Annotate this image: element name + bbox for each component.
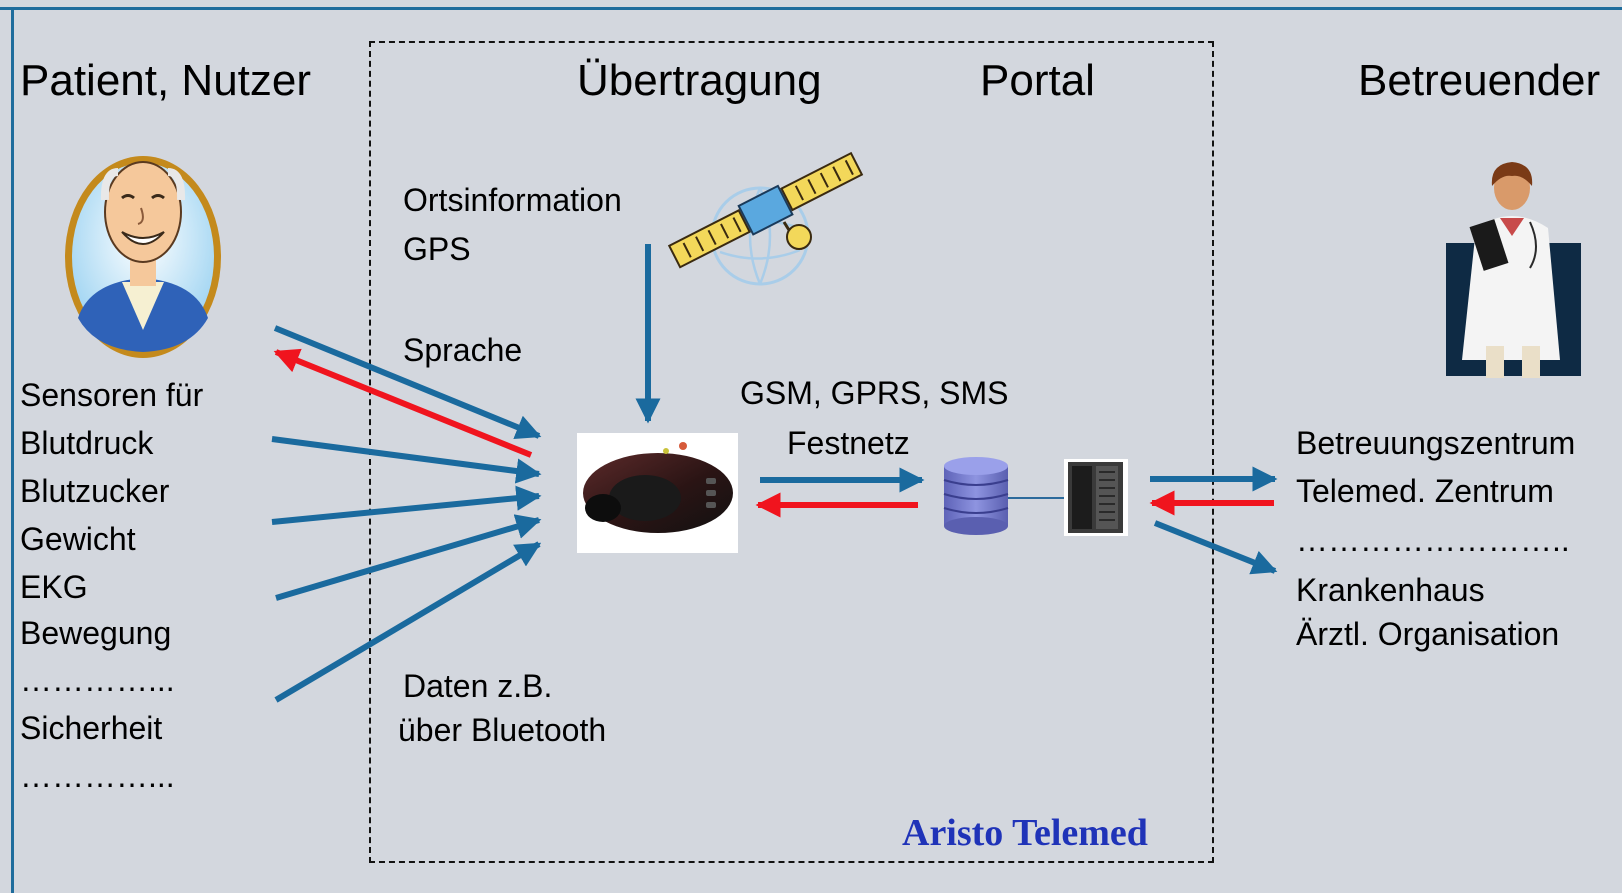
database-icon xyxy=(943,457,1009,535)
patient-list-item: Bewegung xyxy=(20,615,172,651)
caregiver-list-item: …………………….. xyxy=(1296,522,1570,558)
patient-portrait-icon xyxy=(65,156,221,358)
patient-list-item: Sensoren für xyxy=(20,377,204,413)
header-caregiver: Betreuender xyxy=(1358,56,1601,105)
header-patient: Patient, Nutzer xyxy=(20,56,312,105)
arrow-return-patient xyxy=(273,348,533,458)
frame-left-border xyxy=(11,7,14,893)
arrow-blood-sugar xyxy=(271,485,542,525)
bluetooth-label: über Bluetooth xyxy=(398,712,607,748)
patient-list-item: Blutzucker xyxy=(20,473,170,509)
patient-list-item: Sicherheit xyxy=(20,710,163,746)
arrow-to-hospital xyxy=(1153,520,1278,575)
caregiver-list-item: Ärztl. Organisation xyxy=(1296,616,1560,652)
patient-list-item: …………... xyxy=(20,662,175,698)
landline-label: Festnetz xyxy=(787,425,910,461)
brand-label: Aristo Telemed xyxy=(902,812,1148,854)
patient-list-item: Gewicht xyxy=(20,521,136,557)
data-label: Daten z.B. xyxy=(403,668,553,704)
arrow-blood-pressure xyxy=(271,436,542,484)
header-transmission: Übertragung xyxy=(577,56,822,105)
arrow-ekg xyxy=(274,541,542,703)
server-icon xyxy=(1064,459,1128,536)
location-label: Ortsinformation xyxy=(403,182,622,218)
patient-list-item: …………... xyxy=(20,758,175,794)
patient-list-item: EKG xyxy=(20,569,88,605)
network-label: GSM, GPRS, SMS xyxy=(740,375,1009,411)
caregiver-list-item: Telemed. Zentrum xyxy=(1296,473,1554,509)
patient-list-item: Blutdruck xyxy=(20,425,154,461)
satellite-icon xyxy=(667,151,864,286)
caregiver-list-item: Betreuungszentrum xyxy=(1296,425,1576,461)
gps-label: GPS xyxy=(403,231,471,267)
speech-label: Sprache xyxy=(403,332,523,368)
header-portal: Portal xyxy=(980,56,1095,105)
frame-top-border xyxy=(0,7,1622,10)
telemed-device-icon xyxy=(577,433,738,553)
doctor-icon xyxy=(1446,162,1581,378)
arrow-weight xyxy=(275,514,542,601)
caregiver-list-item: Krankenhaus xyxy=(1296,572,1485,608)
arrow-speech xyxy=(273,325,542,440)
